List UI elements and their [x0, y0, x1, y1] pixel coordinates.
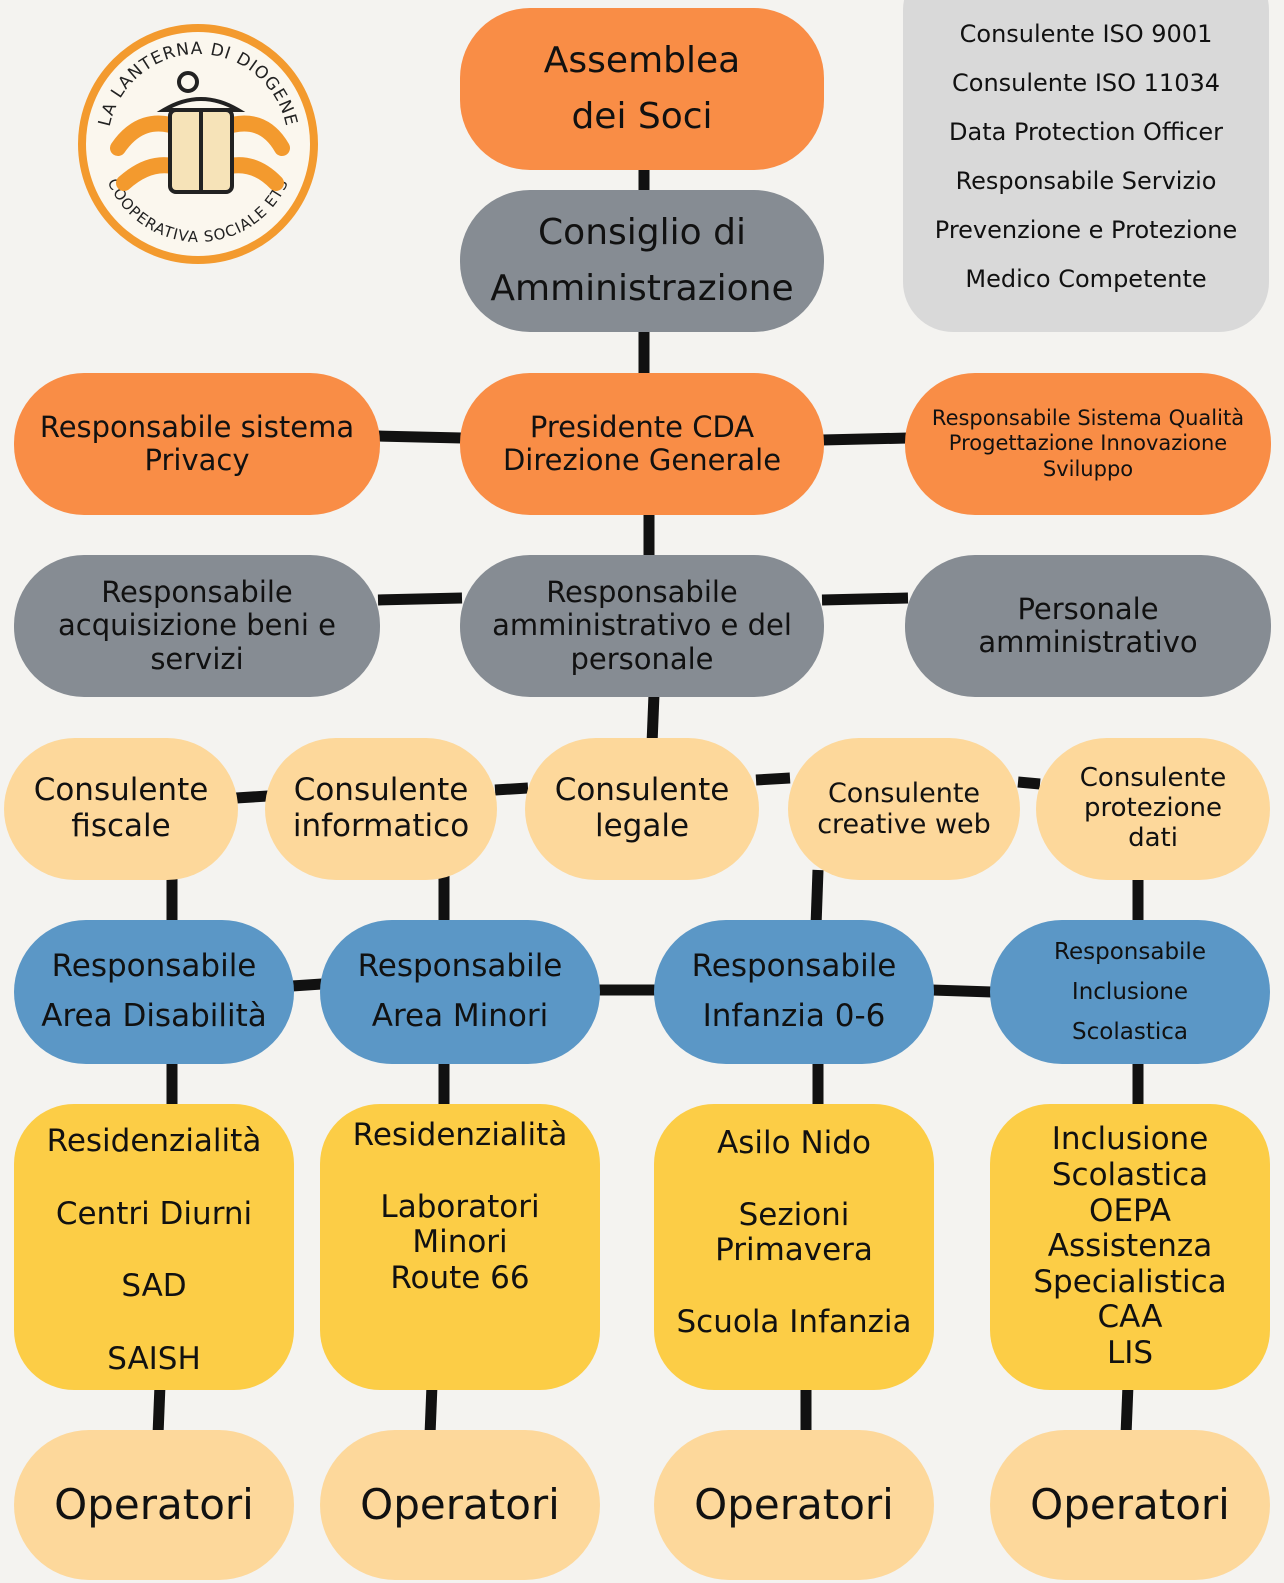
node-servizi-infanzia: Asilo Nido Sezioni Primavera Scuola Infa… — [654, 1104, 934, 1390]
service-item: Centri Diurni — [55, 1195, 253, 1232]
node-label: Consulente — [293, 772, 469, 809]
node-responsabile-qualita: Responsabile Sistema Qualità Progettazio… — [905, 373, 1271, 515]
node-consulente-protezione-dati: Consulente protezione dati — [1036, 738, 1270, 880]
node-label: amministrativo — [978, 625, 1198, 659]
node-label: Privacy — [144, 443, 250, 477]
node-label: Consulente — [827, 777, 981, 809]
node-label: fiscale — [71, 808, 171, 844]
node-area-minori: Responsabile Area Minori — [320, 920, 600, 1064]
node-operatori-infanzia: Operatori — [654, 1430, 934, 1580]
node-consulente-informatico: Consulente informatico — [265, 738, 497, 880]
service-item: Asilo Nido — [717, 1125, 871, 1161]
node-label: personale — [570, 641, 714, 676]
node-consulente-legale: Consulente legale — [525, 738, 759, 880]
node-responsabile-amministrativo: Responsabile amministrativo e del person… — [460, 555, 824, 697]
service-item: CAA — [1097, 1299, 1163, 1336]
service-item: Specialistica — [1033, 1263, 1227, 1300]
node-label: Consulente — [33, 772, 209, 809]
node-label: Responsabile — [691, 948, 897, 985]
node-label: Operatori — [694, 1479, 894, 1529]
node-consulente-creative-web: Consulente creative web — [788, 738, 1020, 880]
service-item: Residenzialità — [46, 1123, 262, 1159]
node-label: Operatori — [360, 1479, 560, 1529]
node-label: Responsabile — [51, 948, 257, 985]
node-label: Consulente — [1079, 763, 1227, 794]
node-label: dati — [1128, 822, 1178, 853]
node-label: Area Minori — [371, 998, 549, 1034]
node-label: Consulente — [554, 772, 730, 809]
node-label: Amministrazione — [490, 268, 794, 309]
service-item: Residenzialità — [352, 1117, 568, 1153]
node-operatori-disabilita: Operatori — [14, 1430, 294, 1580]
service-item: SAISH — [107, 1340, 201, 1377]
node-area-disabilita: Responsabile Area Disabilità — [14, 920, 294, 1064]
node-label: Responsabile — [357, 948, 563, 985]
node-label: Responsabile — [546, 574, 738, 609]
node-responsabile-acquisizione: Responsabile acquisizione beni e servizi — [14, 555, 380, 697]
service-item: Laboratori Minori — [380, 1188, 540, 1261]
cooperative-logo: LA LANTERNA DI DIOGENE COOPERATIVA SOCIA… — [72, 18, 324, 270]
service-item: Inclusione — [1051, 1121, 1209, 1158]
node-label: Sviluppo — [1042, 456, 1134, 481]
node-label: Responsabile — [1054, 938, 1206, 965]
service-item: LIS — [1106, 1335, 1154, 1372]
node-label: Responsabile Sistema Qualità — [931, 406, 1245, 431]
node-label: Progettazione Innovazione — [948, 431, 1228, 456]
consultant-item: Responsabile Servizio — [955, 167, 1217, 195]
node-label: dei Soci — [571, 96, 713, 137]
node-presidente-cda: Presidente CDA Direzione Generale — [460, 373, 824, 515]
node-label: Inclusione — [1071, 978, 1189, 1005]
node-consulente-fiscale: Consulente fiscale — [4, 738, 238, 880]
node-label: Operatori — [54, 1479, 254, 1529]
node-servizi-disabilita: Residenzialità Centri Diurni SAD SAISH — [14, 1104, 294, 1390]
node-label: Infanzia 0-6 — [702, 998, 886, 1034]
node-area-infanzia: Responsabile Infanzia 0-6 — [654, 920, 934, 1064]
consultant-item: Prevenzione e Protezione — [934, 216, 1238, 244]
node-label: creative web — [817, 809, 991, 840]
node-label: acquisizione beni e — [58, 608, 336, 643]
node-assemblea-soci: Assemblea dei Soci — [460, 8, 824, 170]
node-label: Operatori — [1030, 1479, 1230, 1529]
service-item: OEPA — [1089, 1192, 1171, 1229]
node-label: Personale — [1017, 591, 1159, 626]
consultant-item: Consulente ISO 9001 — [959, 20, 1213, 48]
node-personale-amministrativo: Personale amministrativo — [905, 555, 1271, 697]
node-label: Direzione Generale — [502, 443, 782, 477]
node-label: Assemblea — [543, 40, 741, 82]
node-label: Responsabile — [101, 574, 293, 609]
node-servizi-inclusione: Inclusione Scolastica OEPA Assistenza Sp… — [990, 1104, 1270, 1390]
service-item: Route 66 — [390, 1259, 530, 1296]
service-item: Sezioni — [738, 1196, 850, 1233]
consultant-item: Consulente ISO 11034 — [952, 69, 1220, 97]
node-operatori-inclusione: Operatori — [990, 1430, 1270, 1580]
consultant-item: Data Protection Officer — [949, 118, 1223, 146]
node-consiglio-amministrazione: Consiglio di Amministrazione — [460, 190, 824, 332]
node-responsabile-privacy: Responsabile sistema Privacy — [14, 373, 380, 515]
node-label: servizi — [150, 641, 244, 676]
consultant-item: Medico Competente — [965, 265, 1207, 293]
node-servizi-minori: Residenzialità Laboratori Minori Route 6… — [320, 1104, 600, 1390]
node-label: protezione — [1084, 793, 1222, 824]
node-label: Scolastica — [1072, 1019, 1188, 1046]
node-operatori-minori: Operatori — [320, 1430, 600, 1580]
node-label: informatico — [292, 808, 470, 844]
node-label: Consiglio di — [538, 212, 746, 254]
node-label: Area Disabilità — [41, 998, 267, 1034]
service-item: Scuola Infanzia — [676, 1303, 912, 1340]
node-label: Presidente CDA — [529, 409, 755, 444]
node-label: Responsabile sistema — [39, 409, 355, 444]
node-area-inclusione-scolastica: Responsabile Inclusione Scolastica — [990, 920, 1270, 1064]
service-item: Scolastica — [1051, 1156, 1209, 1193]
service-item: SAD — [121, 1268, 187, 1305]
service-item: Assistenza — [1047, 1228, 1213, 1265]
node-label: amministrativo e del — [492, 608, 792, 643]
node-label: legale — [594, 808, 690, 844]
consultants-box: Consulente ISO 9001 Consulente ISO 11034… — [903, 0, 1269, 332]
service-item: Primavera — [715, 1232, 873, 1269]
